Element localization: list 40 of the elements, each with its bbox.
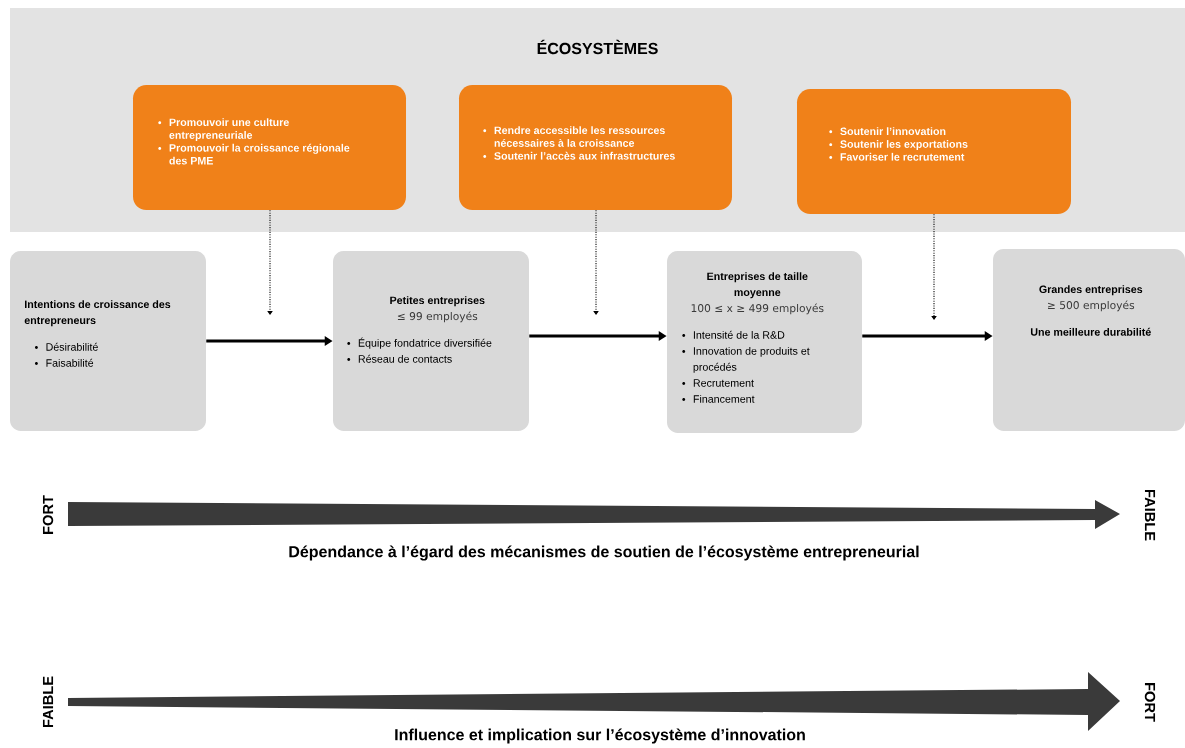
stage-box — [333, 251, 529, 431]
end-label: FORT — [42, 495, 54, 534]
axis-caption: Dépendance à l’égard des mécanismes de soutien de l’écosystème entrepreneurial — [289, 545, 919, 561]
bullet-item: Équipe fondatrice diversifiée — [347, 337, 492, 349]
dotted-arrow — [593, 209, 599, 315]
stage-box — [667, 251, 862, 433]
band-title: ÉCOSYSTÈMES — [537, 39, 658, 55]
box-heading: Grandes entreprises — [1039, 285, 1143, 296]
bullet-item: Innovation de produits et procédés — [682, 346, 810, 373]
bullet-item: Financement — [682, 394, 755, 403]
bullet-item: Promouvoir une culture entrepreneuriale — [158, 118, 289, 141]
end-label: FORT — [1144, 683, 1156, 722]
employee-count: ≥ 500 employés — [1048, 300, 1135, 312]
stage-box — [10, 251, 206, 431]
bullet-item: Faisabilité — [34, 358, 94, 367]
action-box — [133, 85, 406, 210]
end-label: FAIBLE — [1144, 489, 1156, 541]
employee-count: 100 ≤ x ≥ 499 employés — [691, 303, 824, 315]
bullet-item: Rendre accessible les ressources nécessaires à la croissance — [483, 126, 665, 147]
bullet-item: Intensité de la R&D — [682, 330, 785, 339]
bullet-item: Favoriser le recrutement — [829, 152, 965, 161]
axis-caption: Influence et implication sur l’écosystème d’innovation — [395, 728, 805, 744]
box-note: Une meilleure durabilité — [1030, 327, 1151, 336]
box-heading: Entreprises de taille moyenne — [707, 272, 808, 299]
dotted-arrow — [267, 209, 273, 315]
bullet-item: Promouvoir la croissance régionale des PME — [158, 143, 350, 165]
box-heading: Intentions de croissance des entrepreneurs — [24, 300, 171, 327]
bullet-item: Désirabilité — [34, 342, 98, 351]
bullet-item: Réseau de contacts — [347, 354, 452, 363]
end-label: FAIBLE — [42, 676, 54, 728]
box-heading: Petites entreprises — [390, 296, 485, 307]
action-box — [459, 85, 732, 210]
employee-count: ≤ 99 employés — [397, 311, 478, 323]
stage-box — [993, 249, 1185, 431]
bullet-item: Soutenir les exportations — [829, 140, 968, 150]
dotted-arrow — [931, 213, 937, 320]
bullet-item: Soutenir l’accès aux infrastructures — [483, 151, 675, 160]
action-box — [797, 89, 1071, 214]
bullet-item: Soutenir l’innovation — [829, 127, 946, 136]
bullet-item: Recrutement — [682, 379, 754, 387]
